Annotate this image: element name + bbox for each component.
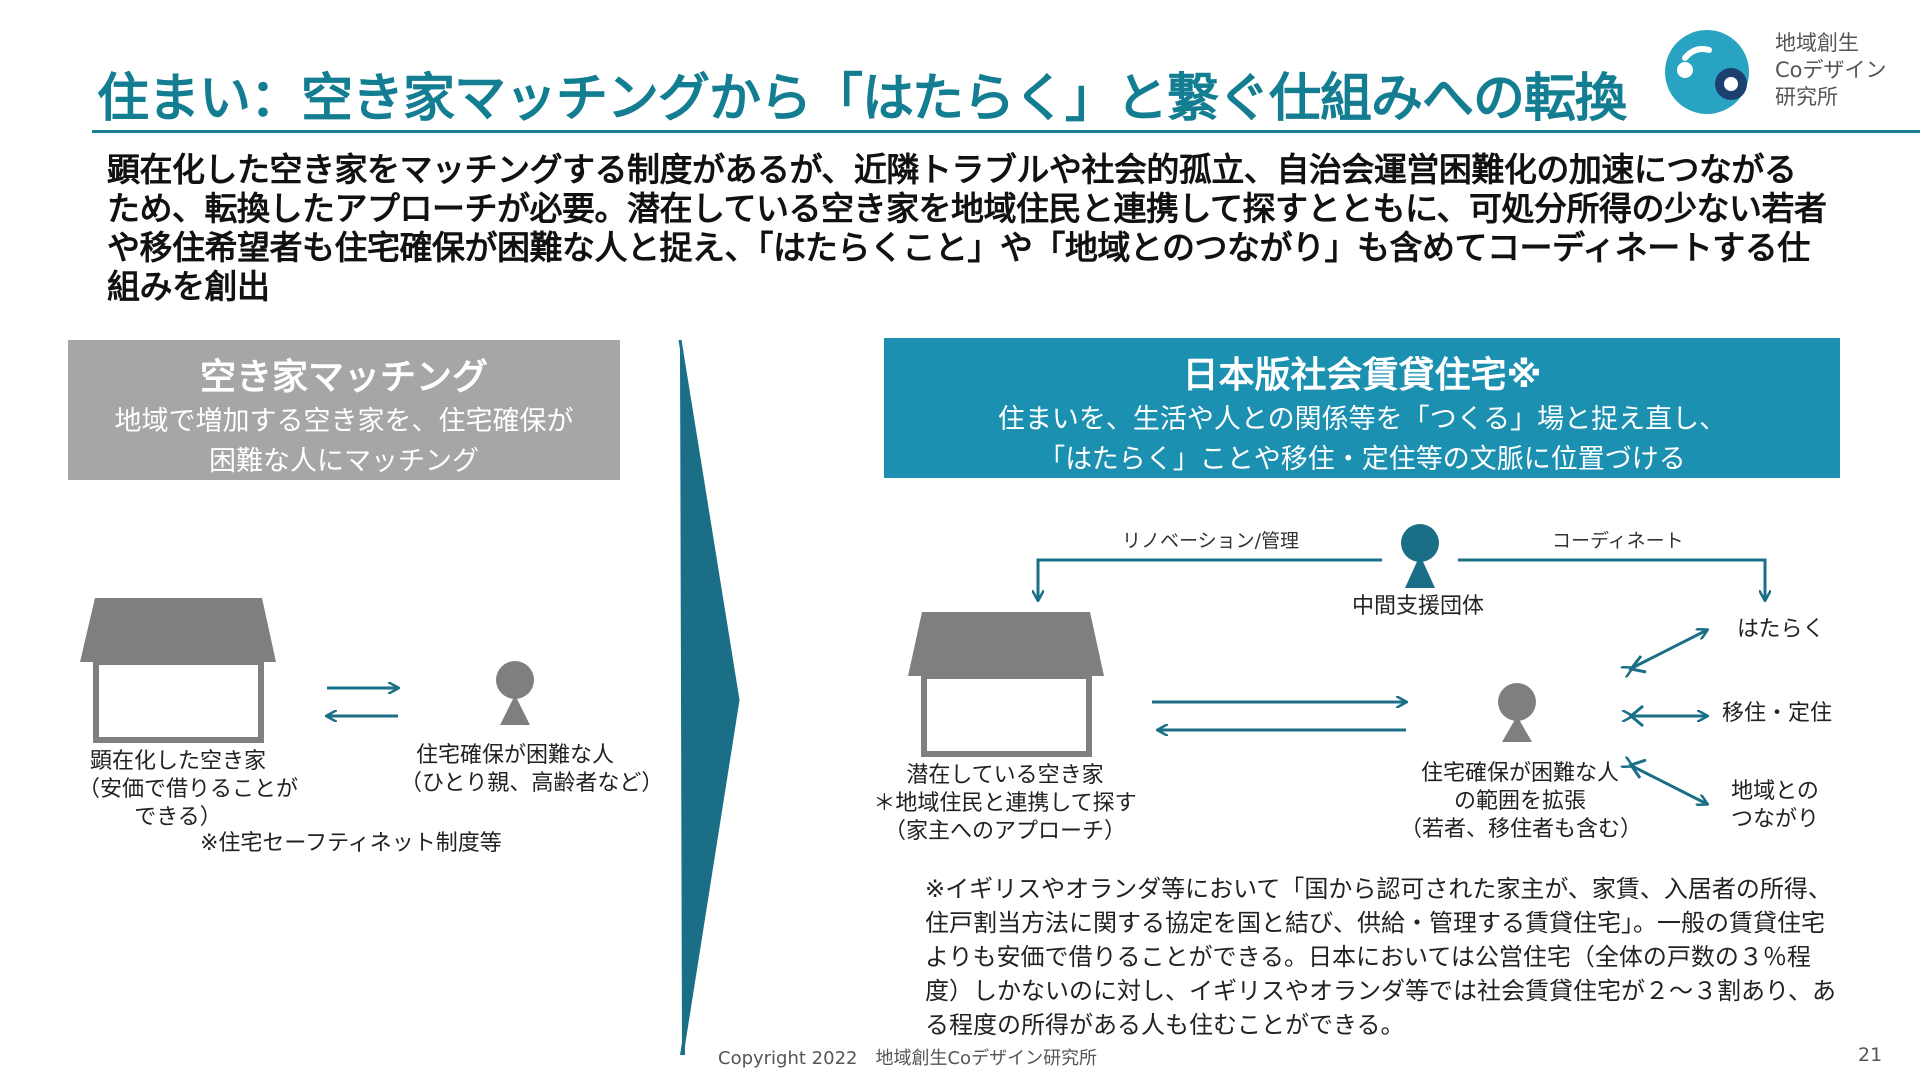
exchange-arrows — [327, 688, 398, 716]
matching-subtitle-2: 困難な人にマッチング — [209, 446, 479, 477]
target-migration: 移住・定住 — [1722, 701, 1833, 726]
social-housing-heading-box: 日本版社会賃貸住宅※ 住まいを、生活や人との関係等を「つくる」場と捉え直し、 「… — [884, 338, 1840, 478]
logo-text: 地域創生 Coデザイン 研究所 — [1775, 30, 1887, 111]
right-house-label-1: 潜在している空き家 — [906, 763, 1104, 788]
right-person-label-2: の範囲を拡張 — [1453, 789, 1586, 814]
house-icon — [80, 598, 276, 743]
social-housing-subtitle-1: 住まいを、生活や人との関係等を「つくる」場と捉え直し、 — [997, 404, 1727, 435]
left-person-label: 住宅確保が困難な人 （ひとり親、高齢者など） — [400, 742, 664, 798]
summary-text: 顕在化した空き家をマッチングする制度があるが、近隣トラブルや社会的孤立、自治会運… — [107, 150, 1827, 306]
logo-line-3: 研究所 — [1775, 85, 1838, 109]
target-community-1: 地域との — [1731, 779, 1819, 804]
logo-line-1: 地域創生 — [1775, 31, 1859, 55]
support-org-person-icon — [1401, 524, 1439, 588]
house-icon — [908, 612, 1104, 757]
left-person-label-2: （ひとり親、高齢者など） — [400, 771, 664, 796]
social-housing-heading: 日本版社会賃貸住宅※ — [1182, 355, 1542, 396]
right-person-label: 住宅確保が困難な人 の範囲を拡張 （若者、移住者も含む） — [1400, 760, 1643, 844]
right-person-label-1: 住宅確保が困難な人 — [1420, 761, 1619, 786]
social-housing-subtitle-2: 「はたらく」ことや移住・定住等の文脈に位置づける — [1038, 444, 1686, 475]
person-icon — [1498, 683, 1536, 742]
copyright: Copyright 2022 地域創生Coデザイン研究所 — [718, 1048, 1098, 1069]
left-footnote: ※住宅セーフティネット制度等 — [200, 831, 502, 856]
matching-heading-box: 空き家マッチング 地域で増加する空き家を、住宅確保が 困難な人にマッチング — [68, 340, 620, 480]
left-house-label: 顕在化した空き家 （安価で借りることが できる） — [78, 748, 299, 832]
right-house-label: 潜在している空き家 ＊地域住民と連携して探す （家主へのアプローチ） — [870, 762, 1140, 846]
target-community-2: つながり — [1730, 807, 1819, 832]
right-house-label-3: （家主へのアプローチ） — [883, 819, 1126, 844]
person-icon — [496, 661, 534, 725]
left-house-label-2: （安価で借りることが — [78, 777, 299, 802]
right-house-label-2: ＊地域住民と連携して探す — [873, 791, 1137, 816]
coordinate-label: コーディネート — [1552, 530, 1684, 552]
matching-heading: 空き家マッチング — [199, 357, 488, 398]
left-person-label-1: 住宅確保が困難な人 — [415, 743, 614, 768]
page-title: 住まい：空き家マッチングから「はたらく」と繋ぐ仕組みへの転換 — [97, 69, 1627, 129]
left-house-label-1: 顕在化した空き家 — [89, 749, 266, 774]
renovation-label: リノベーション/管理 — [1122, 530, 1300, 552]
title-divider — [92, 130, 1920, 133]
matching-subtitle-1: 地域で増加する空き家を、住宅確保が — [114, 406, 574, 437]
left-house-label-3: できる） — [134, 805, 222, 830]
logo-icon — [1665, 30, 1749, 114]
target-community: 地域との つながり — [1730, 778, 1820, 834]
support-org-label: 中間支援団体 — [1352, 594, 1485, 619]
social-housing-note: ※イギリスやオランダ等において「国から認可された家主が、家賃、入居者の所得、住戸… — [925, 875, 1837, 1039]
right-person-label-3: （若者、移住者も含む） — [1400, 817, 1643, 842]
page-number: 21 — [1858, 1044, 1883, 1066]
target-work: はたらく — [1737, 617, 1825, 642]
logo-line-2: Coデザイン — [1775, 58, 1887, 82]
